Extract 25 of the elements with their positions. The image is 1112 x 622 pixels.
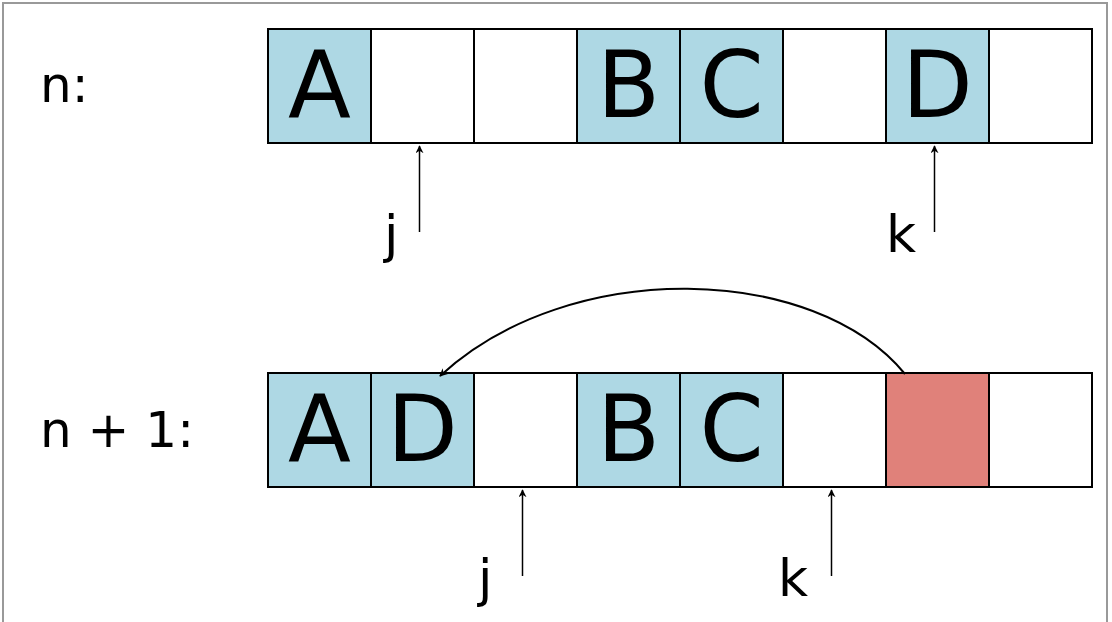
arrow [827,489,836,577]
array-cell [782,372,887,488]
arrow [439,287,906,377]
array-cell [370,28,475,144]
pointer-label: k [886,180,926,260]
row-label: n + 1: [40,400,195,461]
array-cell [988,28,1093,144]
arrow [415,145,424,233]
arrow [518,489,527,577]
array-cell [988,372,1093,488]
array-cell [473,28,578,144]
array-cell: B [576,372,681,488]
row-label: n: [40,55,89,116]
array-cell: C [679,28,784,144]
array-cell [885,372,990,488]
array-cell [782,28,887,144]
array-cell [473,372,578,488]
array-cell: D [885,28,990,144]
array-cell: D [370,372,475,488]
array-cell: A [267,28,372,144]
array-cell: A [267,372,372,488]
arrow [930,145,939,233]
array-cell: C [679,372,784,488]
array-cell: B [576,28,681,144]
pointer-label: k [778,524,818,604]
